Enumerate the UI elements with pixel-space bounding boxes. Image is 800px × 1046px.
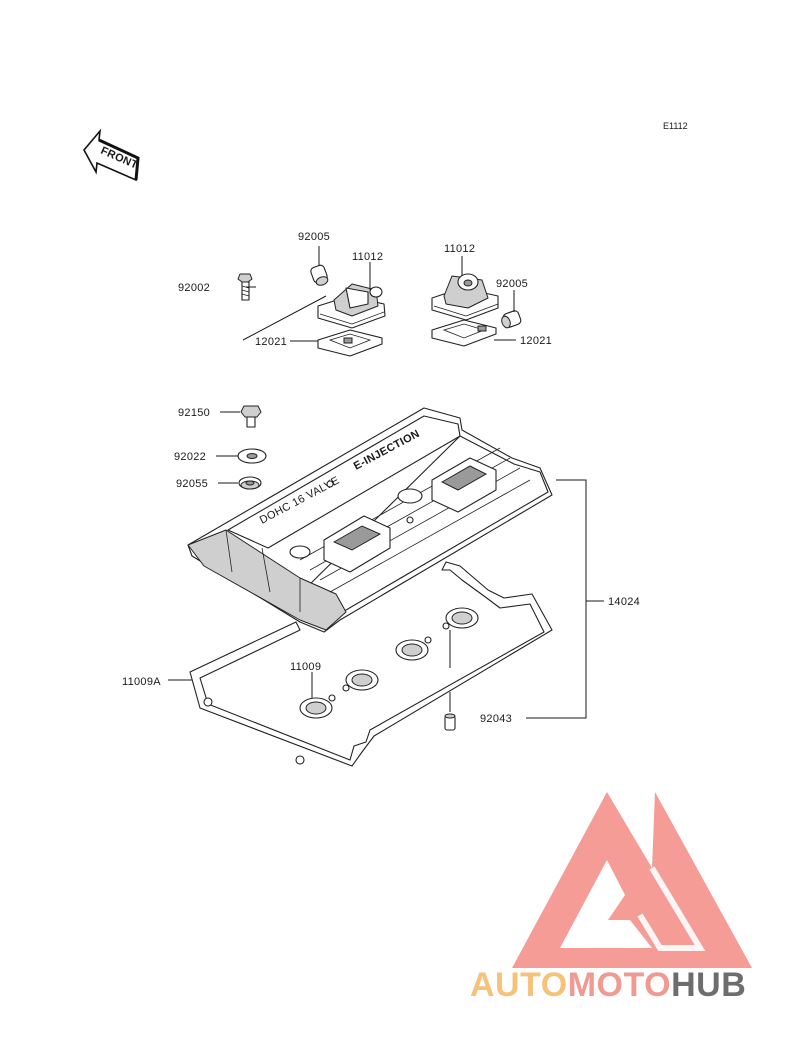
label-12021-left: 12021 [255,336,287,348]
washer-92022 [216,448,267,464]
label-11012-right: 11012 [444,243,475,255]
logo-text-auto: AUTO [470,966,568,1004]
bolt-92002 [237,273,253,301]
label-92043: 92043 [480,713,512,725]
breather-cover-11012-left [317,283,386,329]
diagram-code: E1112 [663,121,688,131]
label-92022: 92022 [174,451,206,463]
bolt-92150 [220,405,262,428]
gasket-12021-right [431,319,497,347]
gasket-12021-left [317,329,383,357]
dowel-pin-92043 [444,630,456,731]
grommet-92055 [218,476,262,490]
plug-hole-seals-11009 [299,607,479,719]
logo-text-moto: MOTO [568,966,671,1004]
label-92005-left: 92005 [298,231,330,243]
leader-bracket-14024-92043 [526,479,587,719]
front-arrow-icon: FRONT [83,128,140,182]
cylinder-head-cover-14024: E-INJECTION DOHC 16 VALVE [187,407,553,633]
label-92005-right: 92005 [496,278,528,290]
plug-92005-right [501,310,522,329]
label-92055: 92055 [176,478,208,490]
logo-triangle-icon [512,792,752,968]
breather-cover-11012-right [431,273,499,321]
seal-4 [442,607,479,630]
right-breather-assembly [431,256,522,347]
seal-3 [395,636,432,661]
seal-1 [299,694,336,719]
left-breather-assembly [237,246,386,357]
head-cover-gasket-11009A [168,561,553,767]
automotohub-logo: AUTOMOTOHUB [470,792,752,1004]
plug-92005-left [310,264,329,286]
label-11012-left: 11012 [352,251,383,263]
label-12021-right: 12021 [520,335,552,347]
logo-text-hub: HUB [671,966,746,1004]
label-11009A: 11009A [122,676,161,688]
label-92150: 92150 [178,407,210,419]
seal-2 [342,669,379,692]
label-11009: 11009 [290,661,321,673]
svg-text:AUTOMOTOHUB: AUTOMOTOHUB [470,966,746,1004]
label-14024: 14024 [608,596,640,608]
label-92002: 92002 [178,282,210,294]
